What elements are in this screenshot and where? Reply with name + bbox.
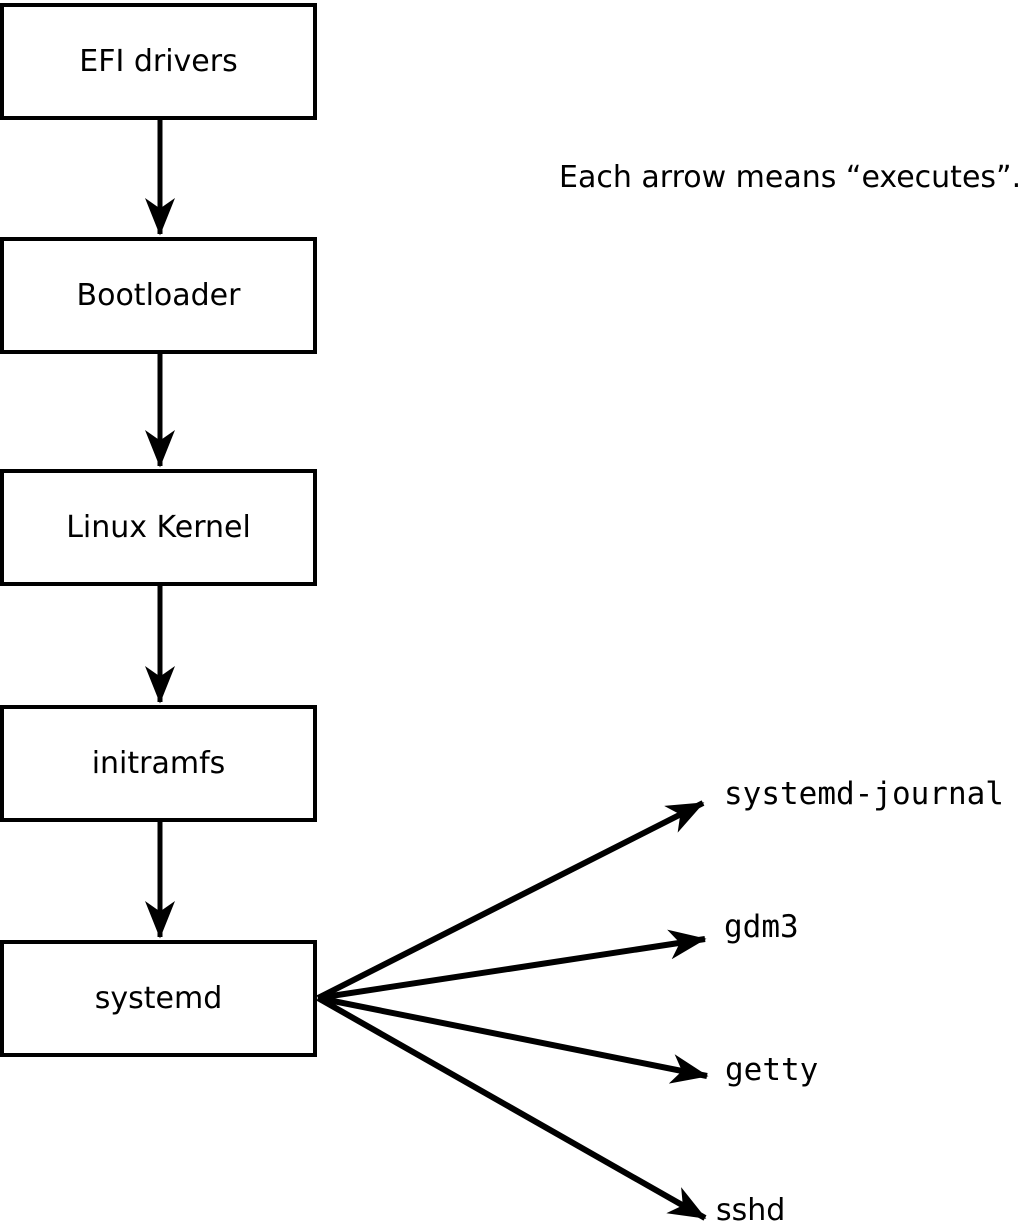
arrow-systemd-to-journal — [316, 800, 705, 1001]
service-label-getty: getty — [725, 1052, 819, 1088]
box-systemd: systemd — [0, 940, 317, 1057]
box-efi-drivers: EFI drivers — [0, 3, 317, 120]
box-linux-kernel: Linux Kernel — [0, 469, 317, 586]
box-initramfs-label: initramfs — [91, 745, 226, 781]
box-efi-drivers-label: EFI drivers — [79, 43, 238, 79]
arrow-systemd-to-sshd — [316, 995, 707, 1221]
service-label-gdm3: gdm3 — [724, 909, 799, 945]
arrow-systemd-to-gdm3 — [317, 929, 707, 1001]
service-label-sshd: sshd — [716, 1193, 786, 1228]
box-systemd-label: systemd — [94, 980, 223, 1016]
arrow-systemd-to-getty — [317, 995, 709, 1084]
box-bootloader-label: Bootloader — [76, 277, 241, 313]
arrow-meaning-note: Each arrow means “executes”. — [559, 160, 1022, 195]
service-label-systemd-journal: systemd-journal — [724, 776, 1004, 812]
box-initramfs: initramfs — [0, 705, 317, 822]
box-linux-kernel-label: Linux Kernel — [66, 509, 251, 545]
box-bootloader: Bootloader — [0, 237, 317, 354]
